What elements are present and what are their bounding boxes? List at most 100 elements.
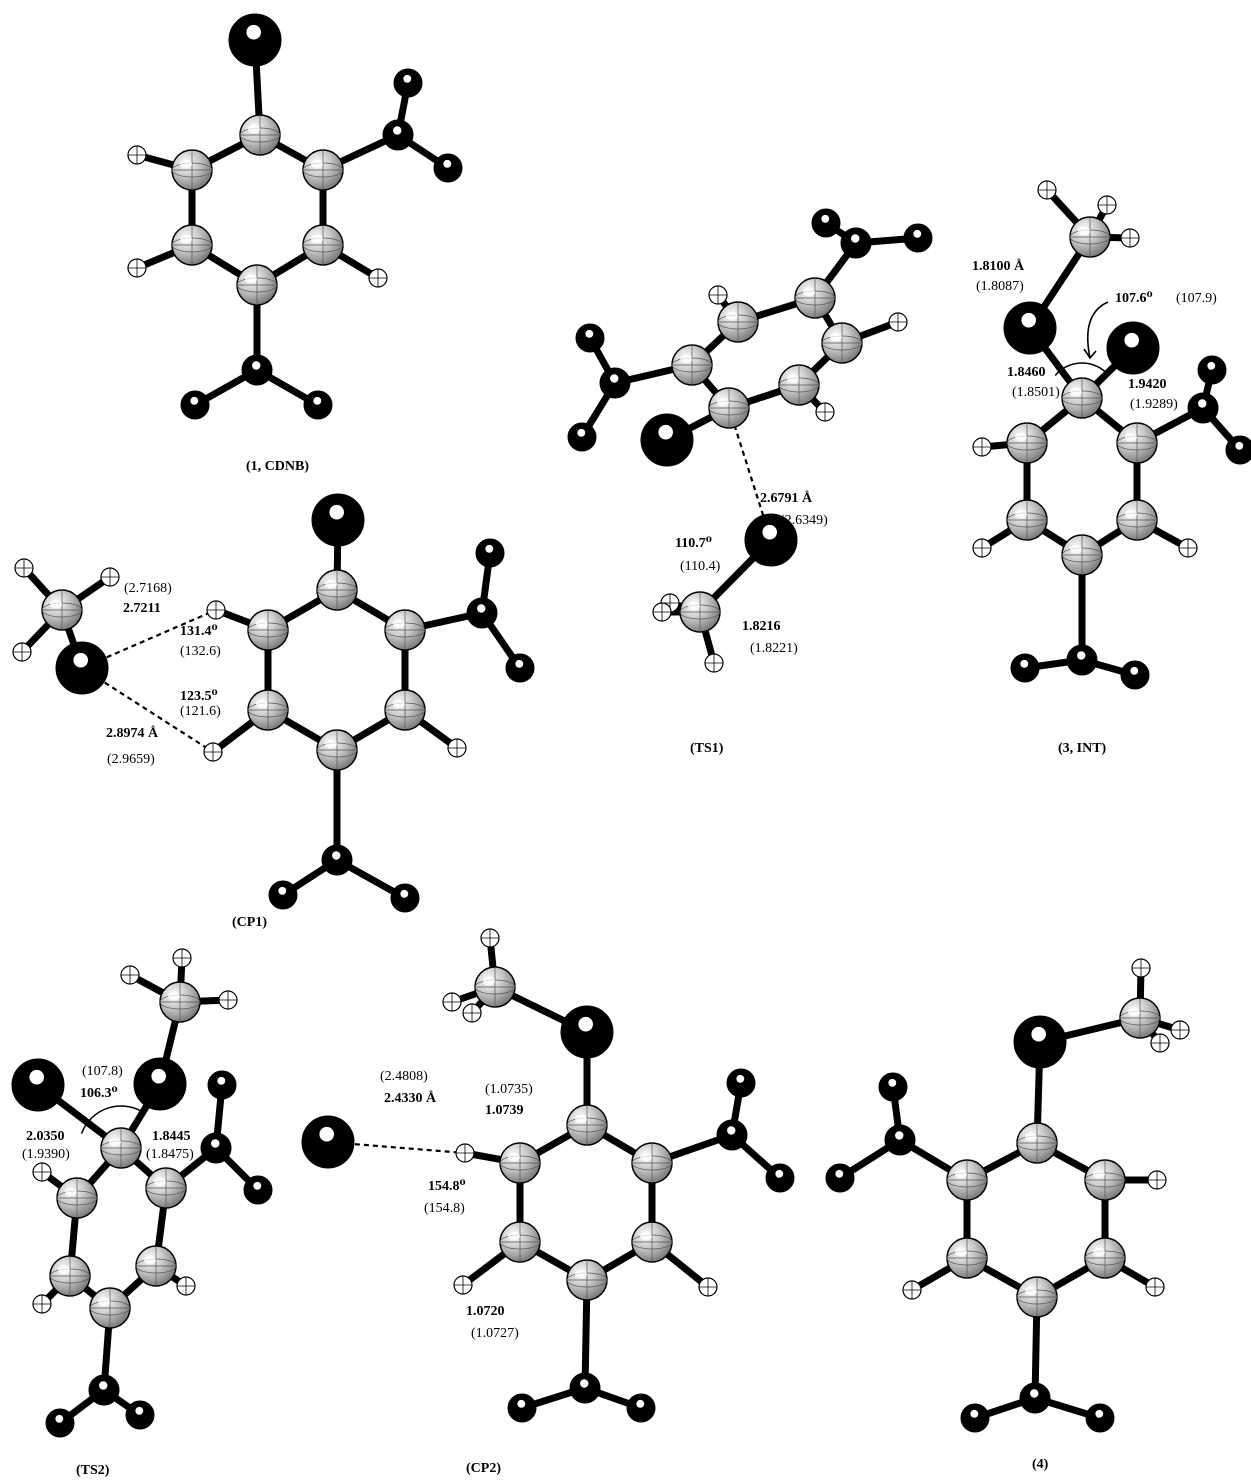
hydrogen-atom-16 <box>652 602 672 622</box>
measurement-label: 1.0739 <box>485 1103 524 1118</box>
carbon-atom-4 <box>821 322 863 364</box>
hydrogen-atom-15 <box>172 948 192 968</box>
oxygen-atom-11 <box>243 1175 273 1205</box>
nitrogen-atom-10 <box>382 119 414 151</box>
hydrogen-atom-19 <box>888 312 908 332</box>
carbon-atom-5 <box>1016 1276 1058 1318</box>
oxygen-atom-11 <box>505 653 535 683</box>
carbon-atom-13 <box>474 966 516 1008</box>
hydrogen-atom-19 <box>32 1294 52 1314</box>
hydrogen-atom-16 <box>120 965 140 985</box>
hydrogen-atom-17 <box>704 653 724 673</box>
carbon-atom-14 <box>679 591 721 633</box>
interaction-line-0 <box>81 608 217 670</box>
panel-caption: (TS2) <box>76 1463 110 1478</box>
panel-cdnb: (1, CDNB) <box>127 13 463 474</box>
nitrogen-atom-9 <box>716 1119 748 1151</box>
nitrogen-atom-7 <box>241 354 273 386</box>
hydrogen-atom-18 <box>972 437 992 457</box>
oxygen-atom-8 <box>567 422 597 452</box>
oxygen-atom-10 <box>726 1068 756 1098</box>
carbon-atom-1 <box>946 1159 988 1201</box>
measurement-label: (1.8501) <box>1012 385 1060 400</box>
carbon-atom-4 <box>171 224 213 266</box>
hydrogen-atom-16 <box>462 1003 482 1023</box>
carbon-atom-4 <box>1084 1237 1126 1279</box>
carbon-atom-0 <box>316 569 358 611</box>
carbon-atom-2 <box>145 1167 187 1209</box>
measurement-label: (1.9390) <box>22 1147 70 1162</box>
oxygen-atom-9 <box>303 390 333 420</box>
measurement-label: 2.8974 Å <box>106 725 159 741</box>
measurement-label: 123.5⁰ <box>180 689 218 704</box>
measurement-label: 131.4⁰ <box>180 624 218 639</box>
nitrogen-atom-6 <box>599 367 631 399</box>
measurement-label: (2.7168) <box>124 581 172 596</box>
carbon-atom-0 <box>708 387 750 429</box>
carbon-atom-1 <box>499 1142 541 1184</box>
hydrogen-atom-14 <box>480 928 500 948</box>
hydrogen-atom-17 <box>12 642 32 662</box>
hydrogen-atom-14 <box>1131 958 1151 978</box>
panel-caption: (1, CDNB) <box>246 459 309 474</box>
carbon-atom-5 <box>1061 534 1103 576</box>
hydrogen-atom-20 <box>447 738 467 758</box>
measurement-label: 2.6791 Å <box>760 490 813 506</box>
oxygen-atom-7 <box>960 1403 990 1433</box>
panel-caption: (TS1) <box>690 741 724 756</box>
oxygen-atom-11 <box>903 223 933 253</box>
oxygen-atom-8 <box>125 1400 155 1430</box>
measurement-label: 2.4330 Å <box>384 1090 437 1106</box>
nitrogen-atom-9 <box>200 1132 232 1164</box>
sulfur-atom-13 <box>1106 321 1160 375</box>
hydrogen-atom-17 <box>1147 1170 1167 1190</box>
hydrogen-atom-13 <box>127 145 147 165</box>
oxygen-atom-8 <box>626 1393 656 1423</box>
measurement-label: (1.0727) <box>471 1326 519 1341</box>
hydrogen-atom-16 <box>1097 195 1117 215</box>
carbon-atom-0 <box>1016 1122 1058 1164</box>
measurement-label: 1.8445 <box>152 1129 191 1144</box>
hydrogen-atom-16 <box>100 567 120 587</box>
oxygen-atom-10 <box>207 1070 237 1100</box>
hydrogen-atom-16 <box>1150 1033 1170 1053</box>
sulfur-atom-13 <box>133 1057 187 1111</box>
carbon-atom-4 <box>135 1245 177 1287</box>
hydrogen-atom-17 <box>218 990 238 1010</box>
measurement-label: (1.9289) <box>1130 397 1178 412</box>
hydrogen-atom-20 <box>176 1276 196 1296</box>
measurement-label: 2.0350 <box>26 1129 65 1144</box>
oxygen-atom-11 <box>1225 435 1251 465</box>
chlorine-atom-12 <box>311 493 365 547</box>
panel-caption: (CP2) <box>466 1461 501 1476</box>
measurement-label: (121.6) <box>180 704 221 719</box>
oxygen-atom-11 <box>825 1163 855 1193</box>
hydrogen-atom-18 <box>902 1280 922 1300</box>
carbon-atom-1 <box>1006 422 1048 464</box>
measurement-label: 106.3⁰ <box>80 1086 118 1101</box>
angle-arrowhead-0 <box>1083 348 1097 360</box>
hydrogen-atom-18 <box>32 1162 52 1182</box>
hydrogen-atom-14 <box>127 258 147 278</box>
oxygen-atom-8 <box>390 883 420 913</box>
nitrogen-atom-6 <box>1066 644 1098 676</box>
oxygen-atom-8 <box>1120 660 1150 690</box>
carbon-atom-4 <box>631 1221 673 1263</box>
chlorine-atom-17 <box>301 1115 355 1169</box>
carbon-atom-3 <box>247 689 289 731</box>
oxygen-atom-7 <box>575 323 605 353</box>
oxygen-atom-10 <box>878 1072 908 1102</box>
oxygen-atom-7 <box>1010 653 1040 683</box>
oxygen-atom-11 <box>393 68 423 98</box>
sulfur-atom-13 <box>744 513 798 567</box>
hydrogen-atom-17 <box>1120 228 1140 248</box>
oxygen-atom-7 <box>268 880 298 910</box>
hydrogen-atom-15 <box>14 558 34 578</box>
measurement-label: (2.4808) <box>380 1069 428 1084</box>
hydrogen-atom-15 <box>442 992 462 1012</box>
oxygen-atom-11 <box>765 1163 795 1193</box>
sulfur-atom-12 <box>560 1005 614 1059</box>
sulfur-atom-12 <box>1013 1015 1067 1069</box>
carbon-atom-5 <box>778 364 820 406</box>
